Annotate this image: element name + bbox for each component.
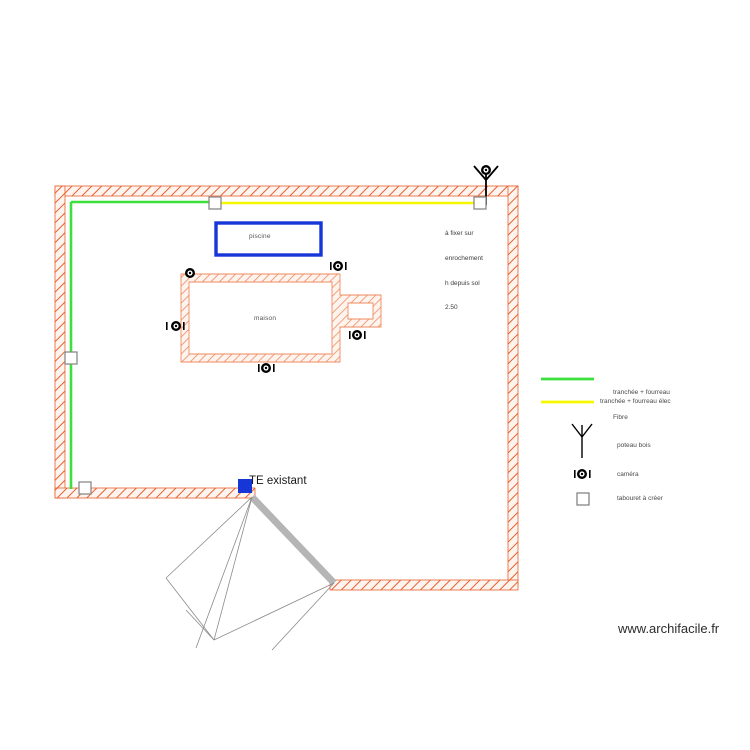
house-outline <box>180 273 382 363</box>
camera-icon[interactable] <box>330 261 347 271</box>
fibre-trench-line <box>69 200 212 489</box>
pole-annotation-line-2: enrochement <box>445 255 483 263</box>
camera-icon[interactable] <box>349 330 366 340</box>
pole-annotation-line-1: à fixer sur <box>445 230 474 238</box>
legend-label-camera: caméra <box>617 471 639 478</box>
legend-camera-icon <box>574 469 591 479</box>
legend-symbols <box>541 377 594 506</box>
camera-markers <box>166 261 366 373</box>
pool-outline <box>214 221 323 257</box>
legend-label-fibre-line1: tranchée + fourreau <box>613 388 670 396</box>
room-label-piscine: piscine <box>249 233 271 240</box>
junction-box-icon[interactable] <box>64 351 78 365</box>
legend-label-elec: tranchée + fourreau élec <box>600 398 671 405</box>
pole-annotation: à fixer sur enrochement h depuis sol 2.5… <box>445 214 483 329</box>
camera-icon[interactable] <box>258 363 275 373</box>
te-existant-marker[interactable] <box>238 479 252 493</box>
room-label-maison: maison <box>254 315 277 322</box>
junction-box-icon[interactable] <box>78 481 92 495</box>
camera-icon[interactable] <box>185 268 195 278</box>
junction-box-icon[interactable] <box>208 196 222 210</box>
pole-annotation-line-4: 2.50 <box>445 304 458 312</box>
te-existant-label: TE existant <box>249 475 307 487</box>
junction-box-icon[interactable] <box>473 196 487 210</box>
legend-label-fibre: tranchée + fourreau Fibre <box>613 372 670 439</box>
property-boundary-wall <box>54 185 519 591</box>
legend-label-poteau: poteau bois <box>617 442 651 449</box>
legend-label-fibre-line2: Fibre <box>613 414 628 422</box>
driveway-outline <box>165 494 337 651</box>
pole-annotation-line-3: h depuis sol <box>445 279 480 287</box>
junction-boxes <box>64 196 487 495</box>
legend-label-tabouret: tabouret à créer <box>617 495 663 502</box>
camera-icon[interactable] <box>166 321 185 331</box>
legend-junction-box-icon <box>576 492 590 506</box>
watermark-url: www.archifacile.fr <box>618 621 720 636</box>
legend-pole-icon <box>571 423 593 458</box>
